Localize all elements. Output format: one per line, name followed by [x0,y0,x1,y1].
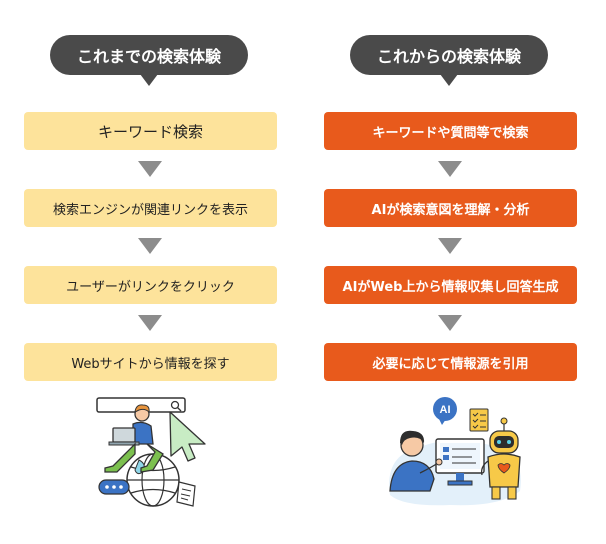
down-arrow-icon [138,315,162,331]
down-arrow-icon [138,238,162,254]
ai-title-pointer [440,74,458,86]
down-arrow-icon [438,315,462,331]
person-searching-web-icon [96,397,206,507]
legacy-step-find-info: Webサイトから情報を探す [24,343,277,381]
down-arrow-icon [138,161,162,177]
ai-step-generate-answer: AIがWeb上から情報収集し回答生成 [324,266,577,304]
legacy-title-pointer [140,74,158,86]
down-arrow-icon [438,238,462,254]
ai-search-title: これからの検索体験 [350,35,548,75]
ai-step-understand-intent: AIが検索意図を理解・分析 [324,189,577,227]
person-with-ai-robot-icon: AI [389,397,521,506]
legacy-step-click-link: ユーザーがリンクをクリック [24,266,277,304]
legacy-step-keyword-search: キーワード検索 [24,112,277,150]
ai-badge-label: AI [440,404,451,416]
legacy-step-show-links: 検索エンジンが関連リンクを表示 [24,189,277,227]
ai-step-cite-sources: 必要に応じて情報源を引用 [324,343,577,381]
legacy-search-title: これまでの検索体験 [50,35,248,75]
ai-step-keyword-question: キーワードや質問等で検索 [324,112,577,150]
down-arrow-icon [438,161,462,177]
